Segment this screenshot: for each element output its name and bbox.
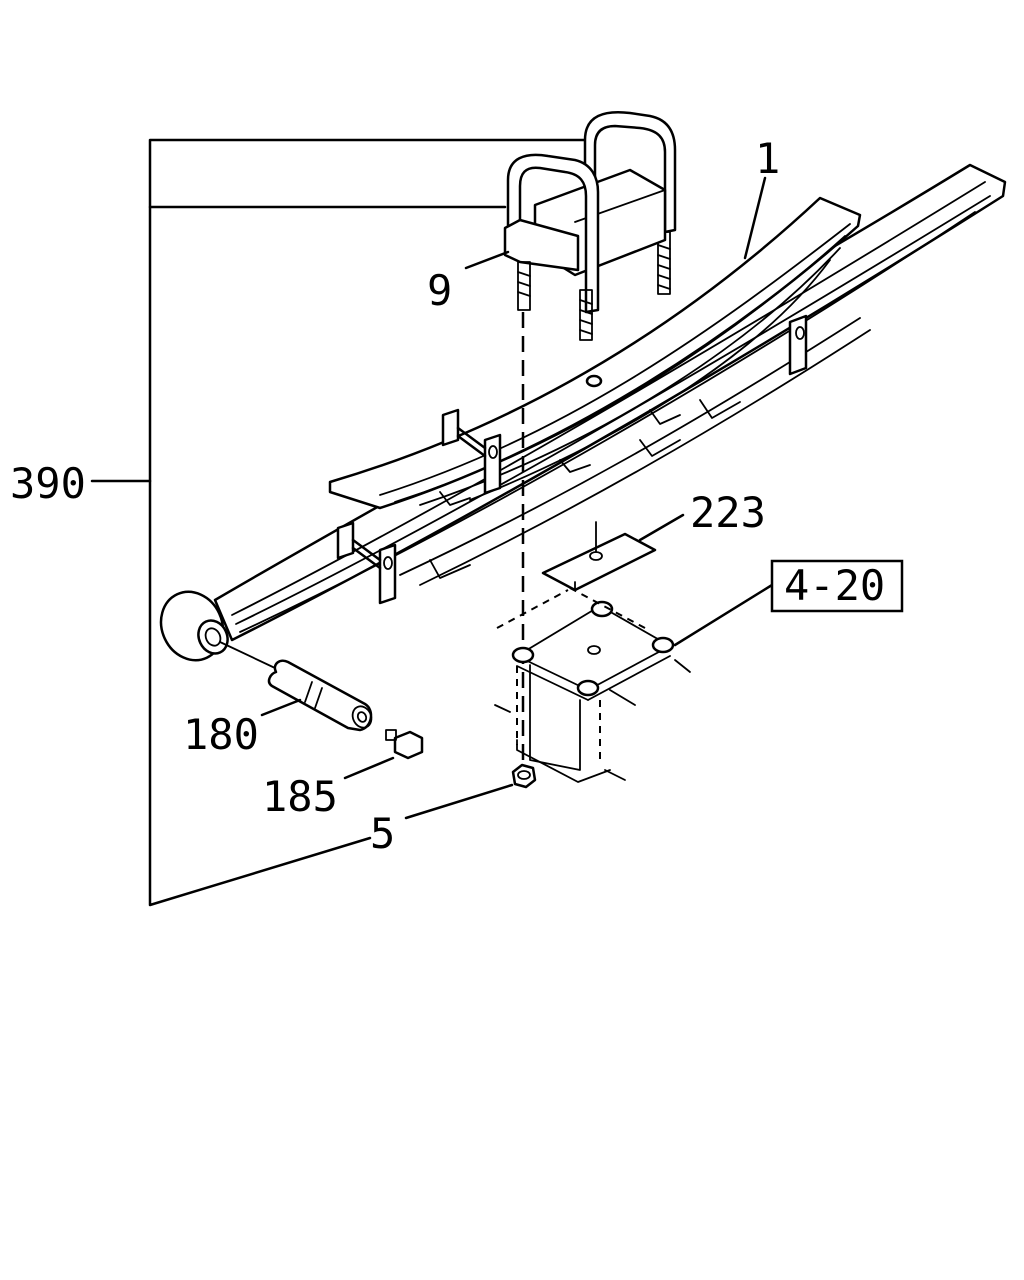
callout-5: 5 bbox=[370, 809, 395, 858]
callout-180: 180 bbox=[183, 710, 259, 759]
spring-clip-lower bbox=[336, 521, 397, 605]
spring-clip-right bbox=[788, 314, 808, 376]
spring-clip-upper bbox=[441, 408, 502, 495]
reference-box-4-20 bbox=[770, 559, 904, 613]
callout-185: 185 bbox=[262, 772, 338, 821]
leader-lines bbox=[260, 176, 774, 820]
center-bolt-hole bbox=[585, 374, 603, 388]
callout-4-20: 4-20 bbox=[784, 561, 885, 610]
spring-eye bbox=[159, 590, 229, 662]
callout-1: 1 bbox=[755, 134, 780, 183]
callout-390: 390 bbox=[10, 459, 86, 508]
spacer-plate bbox=[541, 521, 657, 592]
u-bolt-front bbox=[503, 153, 600, 341]
spring-pin bbox=[219, 641, 373, 732]
nut bbox=[511, 763, 537, 789]
callout-9: 9 bbox=[427, 266, 452, 315]
grease-nipple bbox=[385, 729, 424, 760]
leaf-spring-upper bbox=[328, 196, 862, 510]
callout-223: 223 bbox=[690, 488, 766, 537]
assembly-bracket bbox=[90, 138, 592, 907]
axle-seat-bracket bbox=[494, 587, 691, 783]
